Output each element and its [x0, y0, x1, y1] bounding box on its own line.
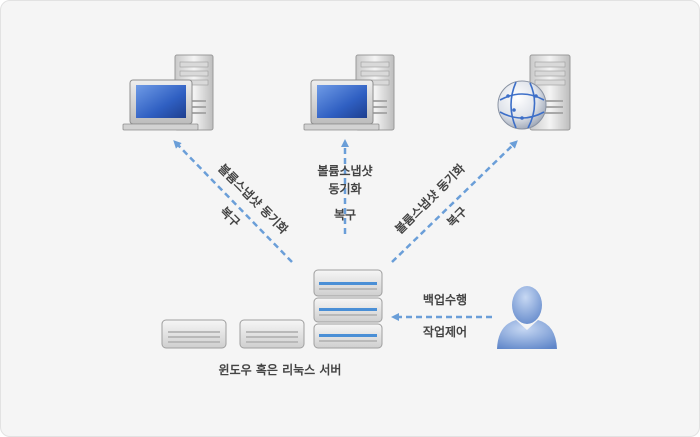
job-control-label: 작업제어 [422, 325, 468, 339]
center-arrow-label-sync-2: 동기화 [328, 182, 362, 196]
server-unit-icon [161, 319, 227, 349]
network-server-globe-icon [497, 54, 571, 131]
center-arrow-label-restore: 복구 [333, 208, 357, 222]
server-unit-icon [239, 319, 305, 349]
center-arrow-label-sync-1: 볼륨스냅샷 [317, 164, 373, 178]
backup-label: 백업수행 [422, 293, 468, 307]
server-stack-icon [313, 269, 383, 349]
user-silhouette-icon [497, 286, 557, 349]
server-caption: 윈도우 혹은 리눅스 서버 [218, 363, 342, 377]
desktop-computer-icon [122, 54, 214, 131]
desktop-computer-icon [303, 54, 395, 131]
right-sync-arrow [391, 140, 518, 263]
left-sync-arrow [173, 140, 293, 263]
